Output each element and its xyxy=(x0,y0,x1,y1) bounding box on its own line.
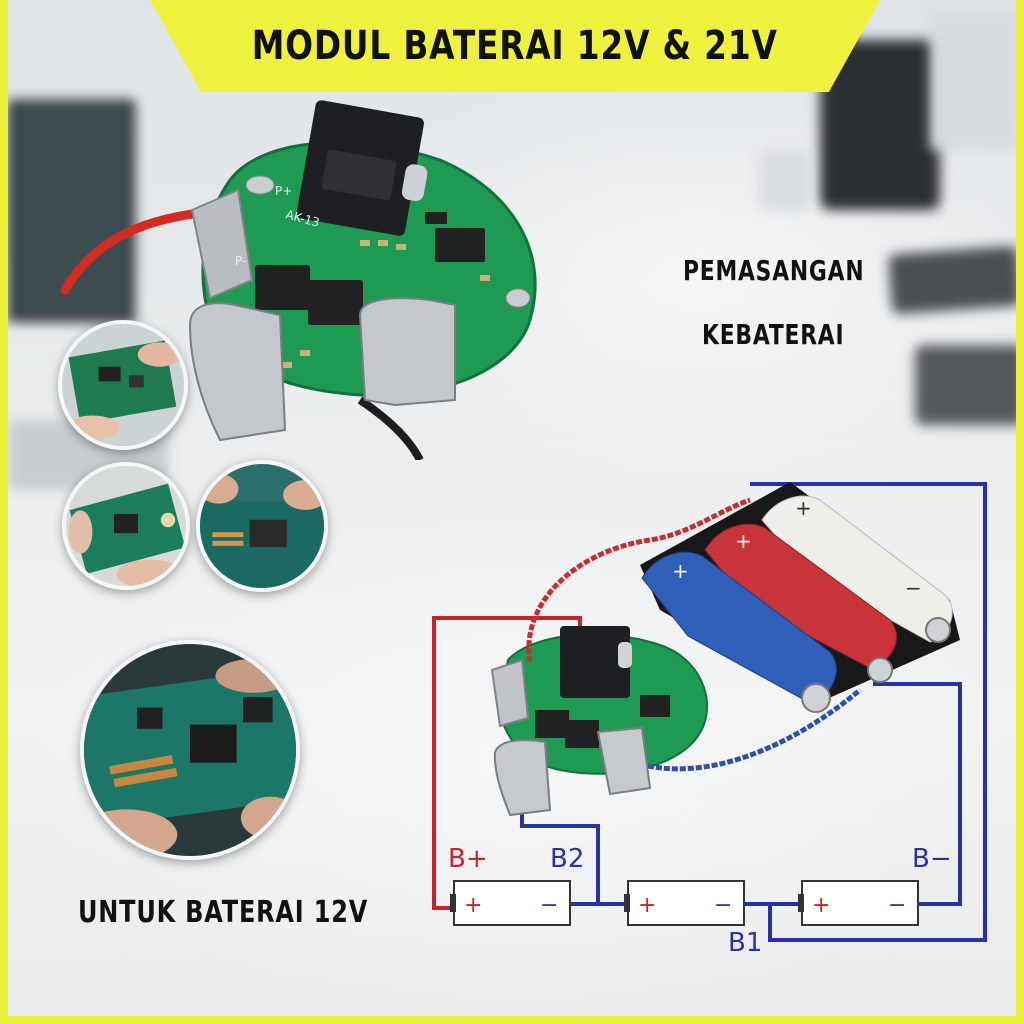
background-cup xyxy=(760,150,810,210)
small-nickel-tab xyxy=(490,658,530,728)
header-banner: MODUL BATERAI 12V & 21V xyxy=(150,0,880,92)
red-lead xyxy=(526,497,751,663)
background-tablet xyxy=(915,345,1024,425)
small-nickel-tab xyxy=(596,726,652,796)
terminal-label-b2: B2 xyxy=(550,844,585,874)
schematic-cell-3: + − xyxy=(798,880,919,926)
wiring-schematic: + − + − + − xyxy=(432,482,987,942)
ic-chip xyxy=(308,280,363,325)
svg-text:−: − xyxy=(714,893,732,918)
ic-chip xyxy=(435,228,485,262)
wire-b1-return xyxy=(750,482,987,942)
schematic-cell-1: + − xyxy=(450,880,571,926)
repair-photo-2 xyxy=(62,462,190,590)
black-wire xyxy=(357,396,424,460)
nickel-tab xyxy=(188,302,287,442)
terminal-label-bplus: B+ xyxy=(448,844,488,874)
small-nickel-tab xyxy=(493,739,552,817)
background-phone xyxy=(888,245,1022,315)
blue-lead xyxy=(647,688,862,772)
small-power-connector xyxy=(560,626,630,698)
terminal-label-b1: B1 xyxy=(728,928,763,958)
bms-board-illustration: P- P+ AK-13 xyxy=(60,100,537,460)
banner-title: MODUL BATERAI 12V & 21V xyxy=(252,23,778,69)
frame-left xyxy=(0,0,8,1024)
schematic-cell-2: + − xyxy=(624,880,745,926)
repair-photo-3 xyxy=(196,460,328,592)
nickel-tab xyxy=(190,188,254,300)
wire-bminus xyxy=(873,680,962,906)
silkscreen-p-minus: P- xyxy=(235,254,246,268)
svg-text:+: + xyxy=(795,496,812,520)
install-label-line1: PEMASANGAN xyxy=(683,254,865,287)
silkscreen-p-plus: P+ xyxy=(275,184,292,198)
frame-bottom xyxy=(0,1016,1024,1024)
repair-photo-1 xyxy=(58,320,188,450)
svg-text:+: + xyxy=(735,529,752,553)
frame-right xyxy=(1016,0,1024,1024)
ic-chip xyxy=(255,265,310,310)
svg-text:+: + xyxy=(464,893,482,918)
svg-text:−: − xyxy=(905,576,922,600)
background-window xyxy=(930,10,1020,150)
nickel-tab xyxy=(358,297,456,407)
battery-12v-label: UNTUK BATERAI 12V xyxy=(78,895,369,930)
svg-text:+: + xyxy=(672,559,689,583)
svg-text:+: + xyxy=(638,893,656,918)
repair-photo-4 xyxy=(80,640,300,860)
svg-text:+: + xyxy=(812,893,830,918)
svg-text:−: − xyxy=(888,893,906,918)
terminal-label-bminus: B− xyxy=(912,844,952,874)
install-label-line2: KEBATERAI xyxy=(702,318,845,351)
svg-text:−: − xyxy=(540,893,558,918)
